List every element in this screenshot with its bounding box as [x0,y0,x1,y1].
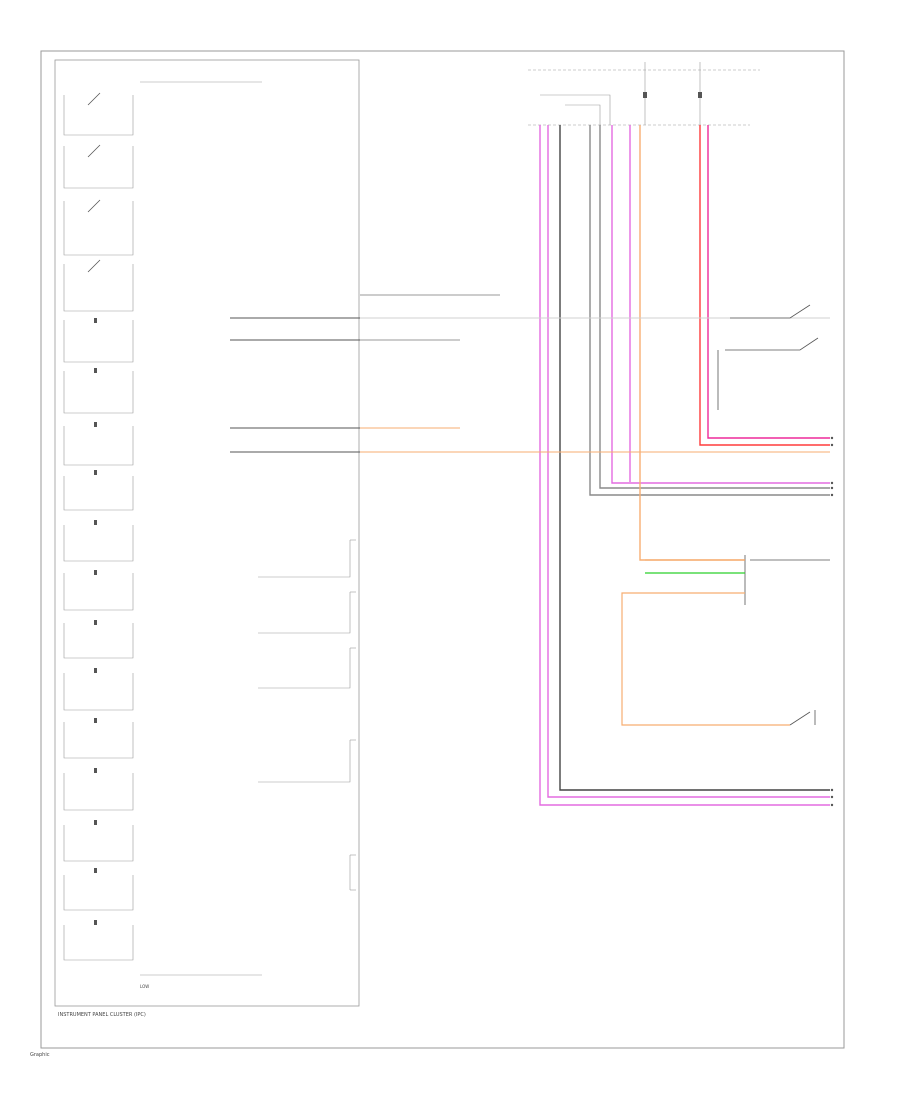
right-components [717,304,830,605]
ipc-right-drops [349,539,356,891]
ipc-cluster-box [54,59,360,1007]
svg-text:LOW: LOW [140,984,149,989]
ipc-indicator-marks [94,318,97,925]
signal-wires [230,294,830,453]
ipc-switch-symbols [87,92,101,273]
ipc-indicator-modules [63,95,134,961]
bcm-wires [621,559,790,726]
connector-ends [830,436,834,807]
fuse-symbols [643,92,702,98]
diagram-corner-label: Graphic [30,1052,50,1058]
diagram-footer-label: INSTRUMENT PANEL CLUSTER (IPC) [58,1012,146,1018]
brake-switch [789,710,816,726]
harness-wires [539,125,830,806]
diagram-frame [40,50,845,1049]
ipc-lamp-modules [258,540,351,783]
